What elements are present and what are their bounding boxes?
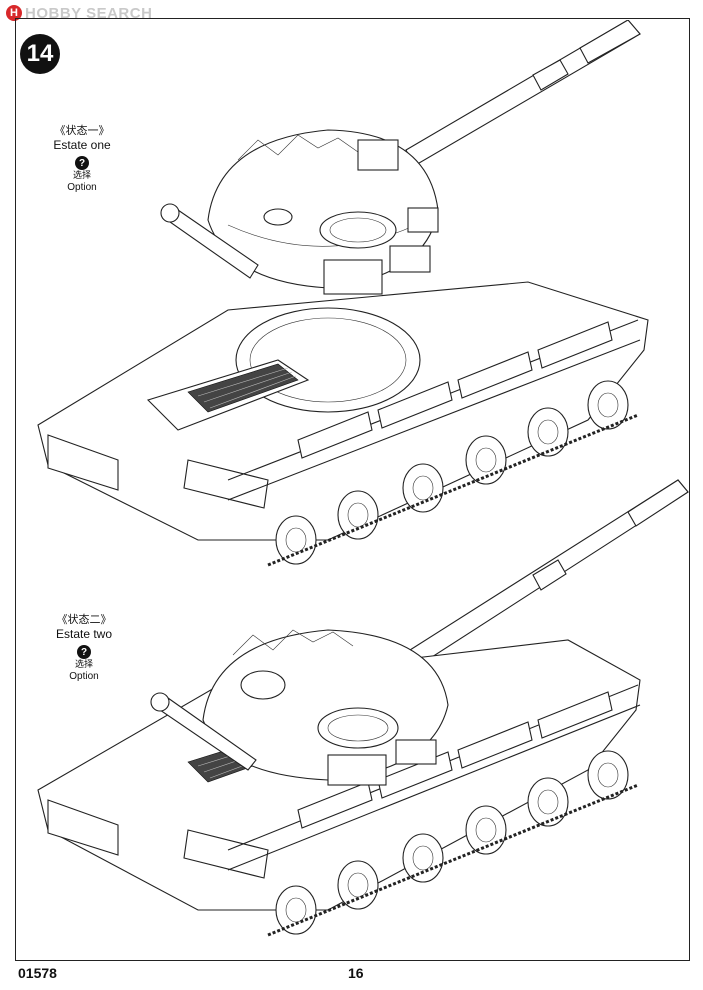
hobby-search-watermark: H HOBBY SEARCH [6,4,152,22]
state-two-option-cn: 选择 [74,660,93,670]
page-frame [15,18,690,961]
gun-barrel [405,20,641,167]
side-skirt-boxes [297,321,613,459]
track [267,783,639,937]
state-one-label-block: 《状态一》 Estate one ? 选择 Option [27,124,137,194]
tank-diagram-state-one [37,20,649,567]
state-two-label-block: 《状态二》 Estate two ? 选择 Option [29,613,139,683]
engine-grille [187,363,299,413]
turret-mounted [150,629,449,786]
page-number: 16 [348,965,364,981]
watermark-logo-icon: H [6,5,22,21]
state-two-option-en: Option [69,671,99,682]
state-one-label-en: Estate one [53,138,111,152]
tank-diagram-state-two [37,479,689,937]
option-question-icon: ? [75,156,89,170]
step-number-badge: 14 [20,34,60,74]
state-one-label-cn: 《状态一》 [54,124,110,137]
state-two-label-en: Estate two [55,627,113,641]
option-question-icon: ? [77,645,91,659]
product-code: 01578 [18,965,57,981]
state-one-option-en: Option [67,182,97,193]
turret-separated [160,129,439,295]
road-wheels [275,380,629,565]
track [267,413,639,567]
state-one-option-cn: 选择 [72,171,91,181]
watermark-text: HOBBY SEARCH [25,4,153,22]
state-two-label-cn: 《状态二》 [56,613,112,626]
gun-barrel [409,479,689,667]
tank-hull [37,281,649,541]
